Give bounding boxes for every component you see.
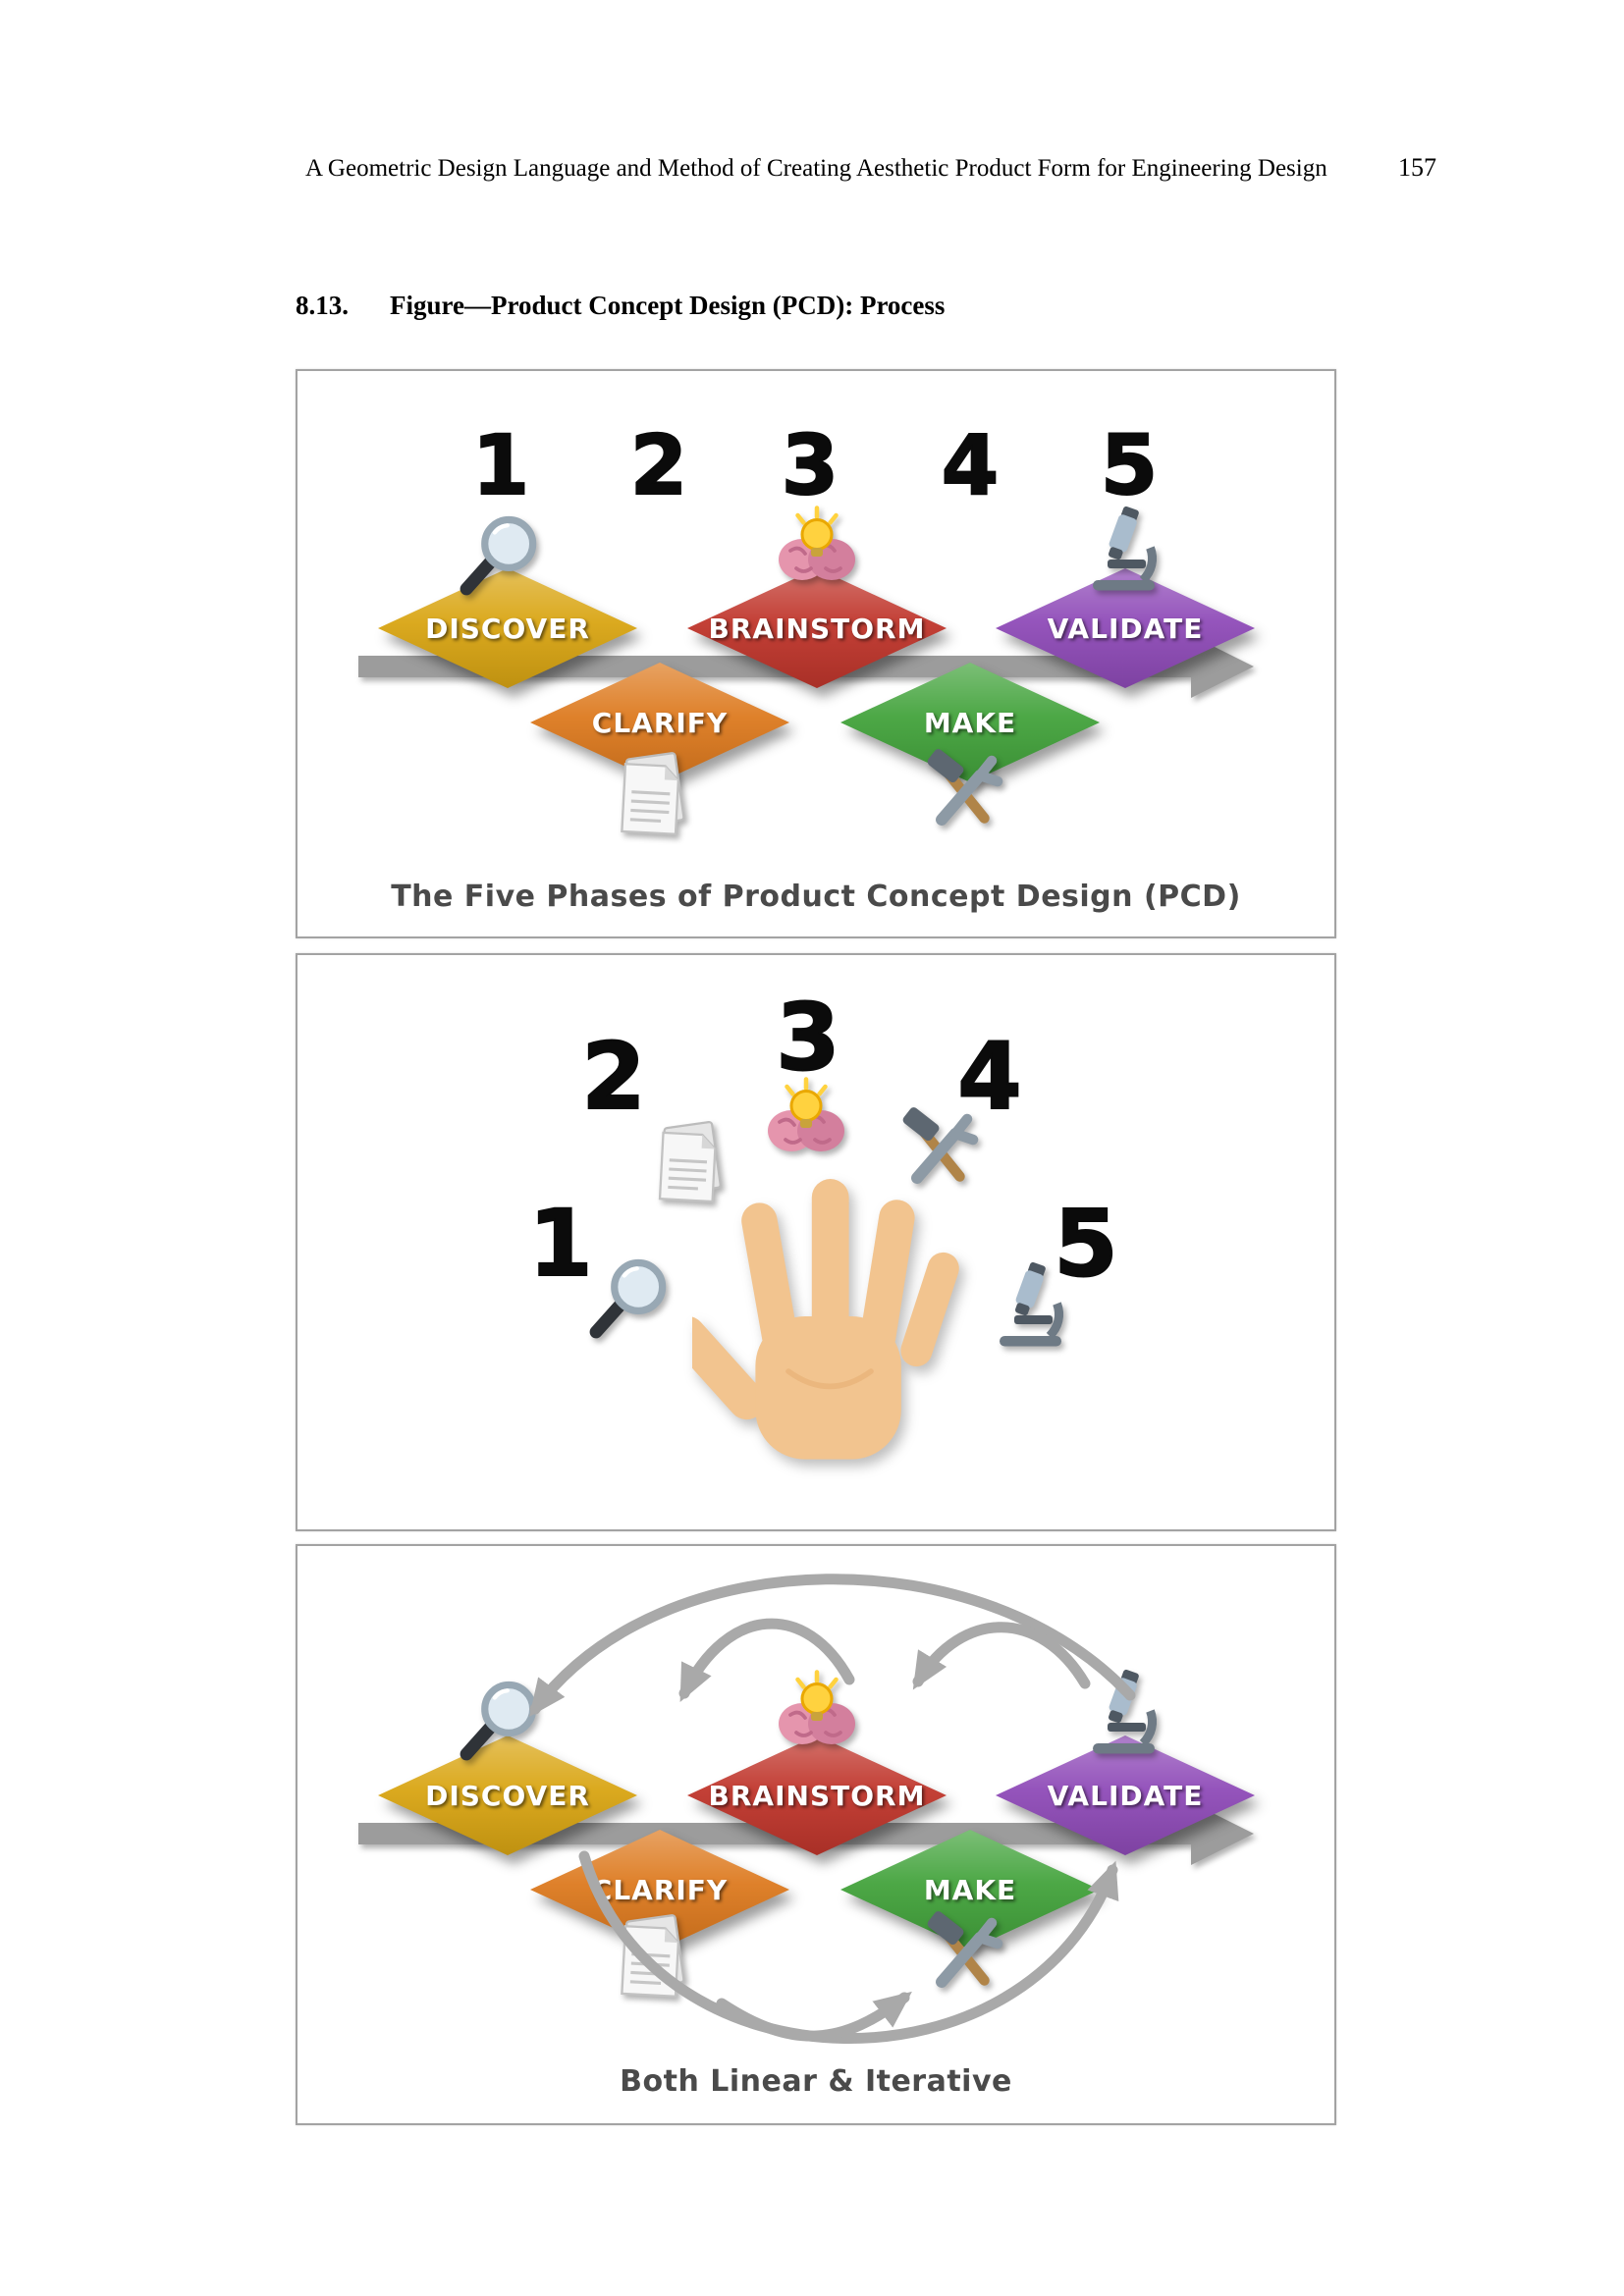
phase-label-brainstorm: BRAINSTORM (708, 1779, 926, 1812)
phase-label-discover: DISCOVER (425, 1779, 590, 1812)
phase-label-clarify: CLARIFY (591, 1873, 729, 1906)
microscope-icon (1078, 1664, 1172, 1758)
panel-five-phases: 1 2 3 4 5 DISCOVER CLARIFY BRAINSTORM MA… (296, 369, 1336, 938)
phase-number-2: 2 (629, 417, 688, 513)
phase-diamond-make: MAKE (840, 663, 1100, 782)
phase-diamond-brainstorm: BRAINSTORM (687, 568, 947, 688)
brain-idea-icon (770, 1668, 864, 1762)
section-title: Figure—Product Concept Design (PCD): Pro… (390, 291, 946, 320)
magnifier-icon (586, 1252, 677, 1342)
tools-icon (915, 1908, 1009, 2002)
phase-label-discover: DISCOVER (425, 612, 590, 645)
document-icon (642, 1116, 738, 1212)
document-icon (604, 1909, 702, 2007)
panel-linear-caption: The Five Phases of Product Concept Desig… (391, 880, 1241, 914)
phase-label-validate: VALIDATE (1047, 612, 1204, 645)
phase-diamond-brainstorm: BRAINSTORM (687, 1735, 947, 1855)
phase-diamond-discover: DISCOVER (378, 568, 637, 688)
phase-number-1: 1 (471, 417, 530, 513)
phase-diamond-discover: DISCOVER (378, 1735, 637, 1855)
page-header: A Geometric Design Language and Method o… (305, 153, 1436, 183)
hand-number-1: 1 (527, 1191, 593, 1298)
phase-number-5: 5 (1100, 417, 1159, 513)
magnifier-icon (457, 508, 547, 599)
phase-label-clarify: CLARIFY (591, 706, 729, 739)
page-number: 157 (1398, 153, 1436, 182)
phase-label-validate: VALIDATE (1047, 1779, 1204, 1812)
tools-icon (891, 1104, 985, 1199)
panel-hand-count: 1 2 3 4 5 (296, 953, 1336, 1531)
phase-number-3: 3 (781, 417, 839, 513)
hand-number-3: 3 (775, 985, 840, 1092)
phase-number-4: 4 (941, 417, 1000, 513)
phase-diamond-validate: VALIDATE (996, 1735, 1255, 1855)
hand-number-2: 2 (580, 1024, 646, 1131)
panel-iterative-caption: Both Linear & Iterative (620, 2064, 1012, 2099)
phase-label-make: MAKE (923, 706, 1017, 739)
panel-iterative: DISCOVER CLARIFY BRAINSTORM MAKE VALIDAT… (296, 1544, 1336, 2125)
tools-icon (915, 746, 1009, 840)
phase-label-make: MAKE (923, 1873, 1017, 1906)
document-icon (604, 747, 702, 845)
phase-label-brainstorm: BRAINSTORM (708, 612, 926, 645)
microscope-icon (1078, 501, 1172, 595)
section-number: 8.13. (296, 291, 349, 320)
magnifier-icon (457, 1674, 547, 1764)
running-head-title: A Geometric Design Language and Method o… (305, 155, 1327, 182)
brain-idea-icon (770, 504, 864, 598)
brain-idea-icon (759, 1075, 853, 1169)
hand-number-5: 5 (1053, 1191, 1118, 1298)
microscope-icon (985, 1256, 1079, 1351)
hand-number-4: 4 (956, 1024, 1022, 1131)
section-heading: 8.13. Figure—Product Concept Design (PCD)… (296, 291, 945, 321)
